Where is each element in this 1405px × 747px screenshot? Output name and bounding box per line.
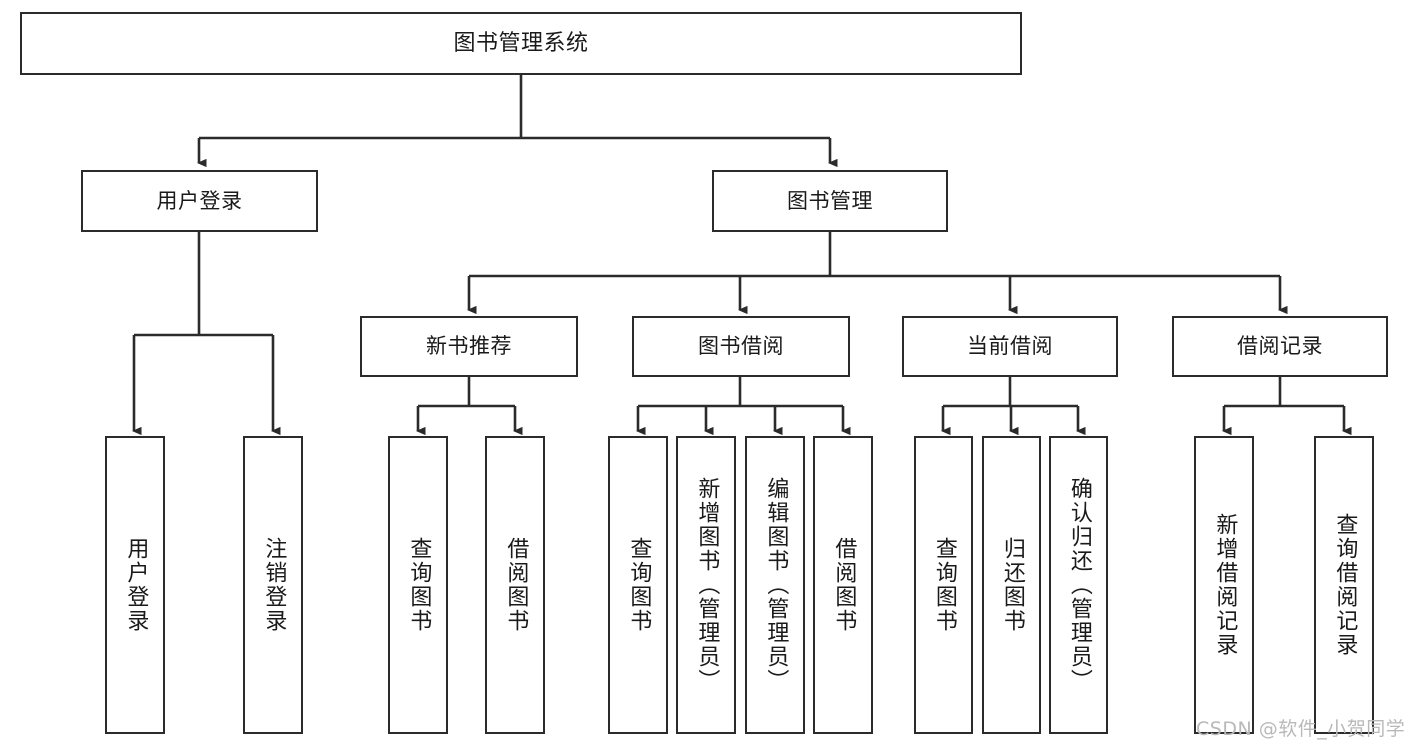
node-label: 新增借阅记录 bbox=[1212, 513, 1238, 657]
node-label: 图书管理系统 bbox=[453, 30, 589, 56]
watermark: CSDN @软件_小贺同学 bbox=[1196, 718, 1405, 740]
node-label: 新书推荐 bbox=[426, 334, 512, 359]
node-leaf-add-book-admin[interactable]: 新增图书（管理员） bbox=[676, 436, 736, 734]
node-user-login[interactable]: 用户登录 bbox=[81, 170, 318, 232]
node-label: 新增图书（管理员） bbox=[694, 477, 720, 693]
node-label: 图书借阅 bbox=[698, 334, 784, 359]
node-label: 查询图书 bbox=[626, 537, 652, 633]
node-root-book-management-system[interactable]: 图书管理系统 bbox=[20, 12, 1022, 75]
node-leaf-user-logout[interactable]: 注销登录 bbox=[243, 436, 303, 734]
node-leaf-confirm-return-admin[interactable]: 确认归还（管理员） bbox=[1049, 436, 1108, 734]
node-label: 查询图书 bbox=[406, 537, 432, 633]
node-current-borrow[interactable]: 当前借阅 bbox=[902, 316, 1118, 377]
node-leaf-user-login[interactable]: 用户登录 bbox=[105, 436, 165, 734]
node-leaf-query-book-recommend[interactable]: 查询图书 bbox=[388, 436, 448, 734]
node-book-management[interactable]: 图书管理 bbox=[712, 170, 948, 232]
node-leaf-query-book-current[interactable]: 查询图书 bbox=[914, 436, 973, 734]
node-label: 编辑图书（管理员） bbox=[763, 477, 789, 693]
node-label: 查询借阅记录 bbox=[1332, 513, 1358, 657]
node-leaf-query-book[interactable]: 查询图书 bbox=[608, 436, 668, 734]
node-label: 用户登录 bbox=[156, 188, 243, 213]
node-leaf-borrow-book-recommend[interactable]: 借阅图书 bbox=[485, 436, 545, 734]
node-label: 注销登录 bbox=[261, 537, 287, 633]
node-label: 当前借阅 bbox=[967, 334, 1053, 359]
node-leaf-add-borrow-record[interactable]: 新增借阅记录 bbox=[1194, 436, 1254, 734]
node-label: 归还图书 bbox=[999, 537, 1025, 633]
node-new-book-recommend[interactable]: 新书推荐 bbox=[360, 316, 578, 377]
node-label: 图书管理 bbox=[787, 188, 873, 213]
node-label: 确认归还（管理员） bbox=[1066, 477, 1092, 693]
node-label: 用户登录 bbox=[123, 537, 149, 633]
node-leaf-borrow-book[interactable]: 借阅图书 bbox=[813, 436, 873, 734]
node-book-borrow[interactable]: 图书借阅 bbox=[632, 316, 850, 377]
node-leaf-edit-book-admin[interactable]: 编辑图书（管理员） bbox=[745, 436, 805, 734]
node-leaf-query-borrow-record[interactable]: 查询借阅记录 bbox=[1314, 436, 1374, 734]
node-label: 查询图书 bbox=[931, 537, 957, 633]
node-label: 借阅记录 bbox=[1237, 334, 1323, 359]
node-borrow-record[interactable]: 借阅记录 bbox=[1172, 316, 1388, 377]
node-label: 借阅图书 bbox=[503, 537, 529, 633]
node-label: 借阅图书 bbox=[831, 537, 857, 633]
node-leaf-return-book[interactable]: 归还图书 bbox=[982, 436, 1041, 734]
